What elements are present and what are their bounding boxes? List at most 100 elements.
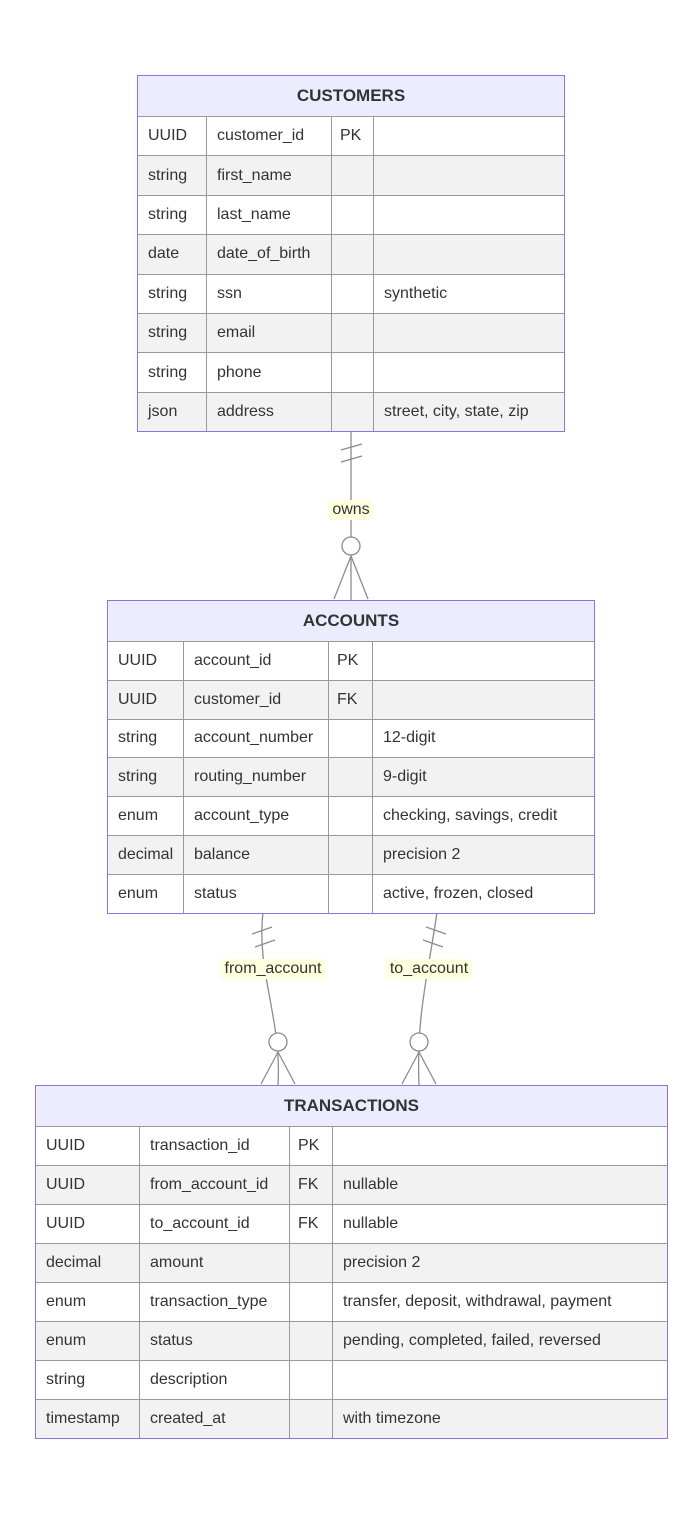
many-marker [418, 1051, 437, 1085]
attribute-name-cell: ssn [206, 273, 331, 313]
attribute-key-cell: PK [289, 1126, 332, 1165]
zero-marker [409, 1032, 429, 1052]
relationship-label-from-account: from_account [220, 959, 326, 979]
attribute-name-cell: email [206, 312, 331, 353]
attribute-key-cell [328, 757, 372, 797]
attribute-name-cell: phone [206, 352, 331, 392]
attribute-key-cell: FK [289, 1204, 332, 1243]
attribute-type-cell: decimal [108, 834, 183, 874]
one-marker [422, 939, 444, 948]
attribute-comment-cell: 12-digit [372, 718, 594, 758]
attribute-type-cell: UUID [36, 1126, 139, 1165]
attribute-type-cell: string [138, 312, 206, 353]
many-marker [277, 1051, 296, 1085]
relationship-to-account [401, 911, 447, 1086]
attribute-name-cell: status [139, 1321, 289, 1360]
attribute-comment-cell: nullable [332, 1165, 667, 1204]
attribute-key-cell: FK [289, 1165, 332, 1204]
attribute-name-cell: customer_id [206, 116, 331, 156]
attribute-key-cell [331, 352, 373, 392]
zero-marker [341, 536, 361, 556]
one-marker [251, 926, 273, 935]
zero-marker [268, 1032, 288, 1052]
attribute-type-cell: UUID [36, 1165, 139, 1204]
attribute-comment-cell [373, 312, 564, 353]
relationship-label-to-account: to_account [385, 959, 473, 979]
attribute-comment-cell [373, 116, 564, 156]
attribute-name-cell: first_name [206, 155, 331, 195]
attribute-key-cell: PK [331, 116, 373, 156]
attribute-comment-cell: precision 2 [372, 834, 594, 874]
attribute-name-cell: to_account_id [139, 1204, 289, 1243]
attribute-comment-cell: synthetic [373, 273, 564, 313]
attribute-key-cell [289, 1321, 332, 1360]
attribute-comment-cell [373, 234, 564, 274]
attribute-type-cell: string [108, 718, 183, 758]
attribute-name-cell: amount [139, 1243, 289, 1282]
attribute-comment-cell [332, 1126, 667, 1165]
attribute-type-cell: enum [108, 796, 183, 835]
attribute-comment-cell: active, frozen, closed [372, 873, 594, 913]
attribute-name-cell: routing_number [183, 757, 328, 797]
attribute-key-cell [328, 718, 372, 758]
one-marker [425, 926, 447, 935]
attribute-comment-cell: street, city, state, zip [373, 391, 564, 432]
attribute-type-cell: date [138, 234, 206, 274]
attribute-type-cell: string [138, 273, 206, 313]
attribute-name-cell: description [139, 1360, 289, 1399]
attribute-comment-cell: 9-digit [372, 757, 594, 797]
many-marker [401, 1051, 420, 1085]
attribute-name-cell: account_type [183, 796, 328, 835]
attribute-name-cell: date_of_birth [206, 234, 331, 274]
attribute-key-cell [331, 391, 373, 432]
attribute-name-cell: last_name [206, 194, 331, 235]
attribute-comment-cell [372, 679, 594, 719]
attribute-name-cell: account_number [183, 718, 328, 758]
attribute-type-cell: enum [36, 1282, 139, 1321]
attribute-type-cell: UUID [108, 641, 183, 680]
attribute-type-cell: string [138, 155, 206, 195]
attribute-comment-cell: with timezone [332, 1399, 667, 1438]
attribute-key-cell: FK [328, 679, 372, 719]
attribute-comment-cell [332, 1360, 667, 1399]
many-marker [333, 555, 352, 600]
attribute-comment-cell: pending, completed, failed, reversed [332, 1321, 667, 1360]
attribute-name-cell: balance [183, 834, 328, 874]
attribute-type-cell: UUID [108, 679, 183, 719]
attribute-type-cell: decimal [36, 1243, 139, 1282]
attribute-name-cell: customer_id [183, 679, 328, 719]
attribute-key-cell [289, 1360, 332, 1399]
attribute-key-cell [328, 873, 372, 913]
attribute-comment-cell: nullable [332, 1204, 667, 1243]
entity-title-transactions: TRANSACTIONS [36, 1086, 667, 1126]
many-marker [350, 555, 369, 600]
attribute-key-cell [331, 273, 373, 313]
attribute-comment-cell [373, 155, 564, 195]
attribute-key-cell [289, 1243, 332, 1282]
attribute-type-cell: enum [36, 1321, 139, 1360]
attribute-key-cell [289, 1282, 332, 1321]
